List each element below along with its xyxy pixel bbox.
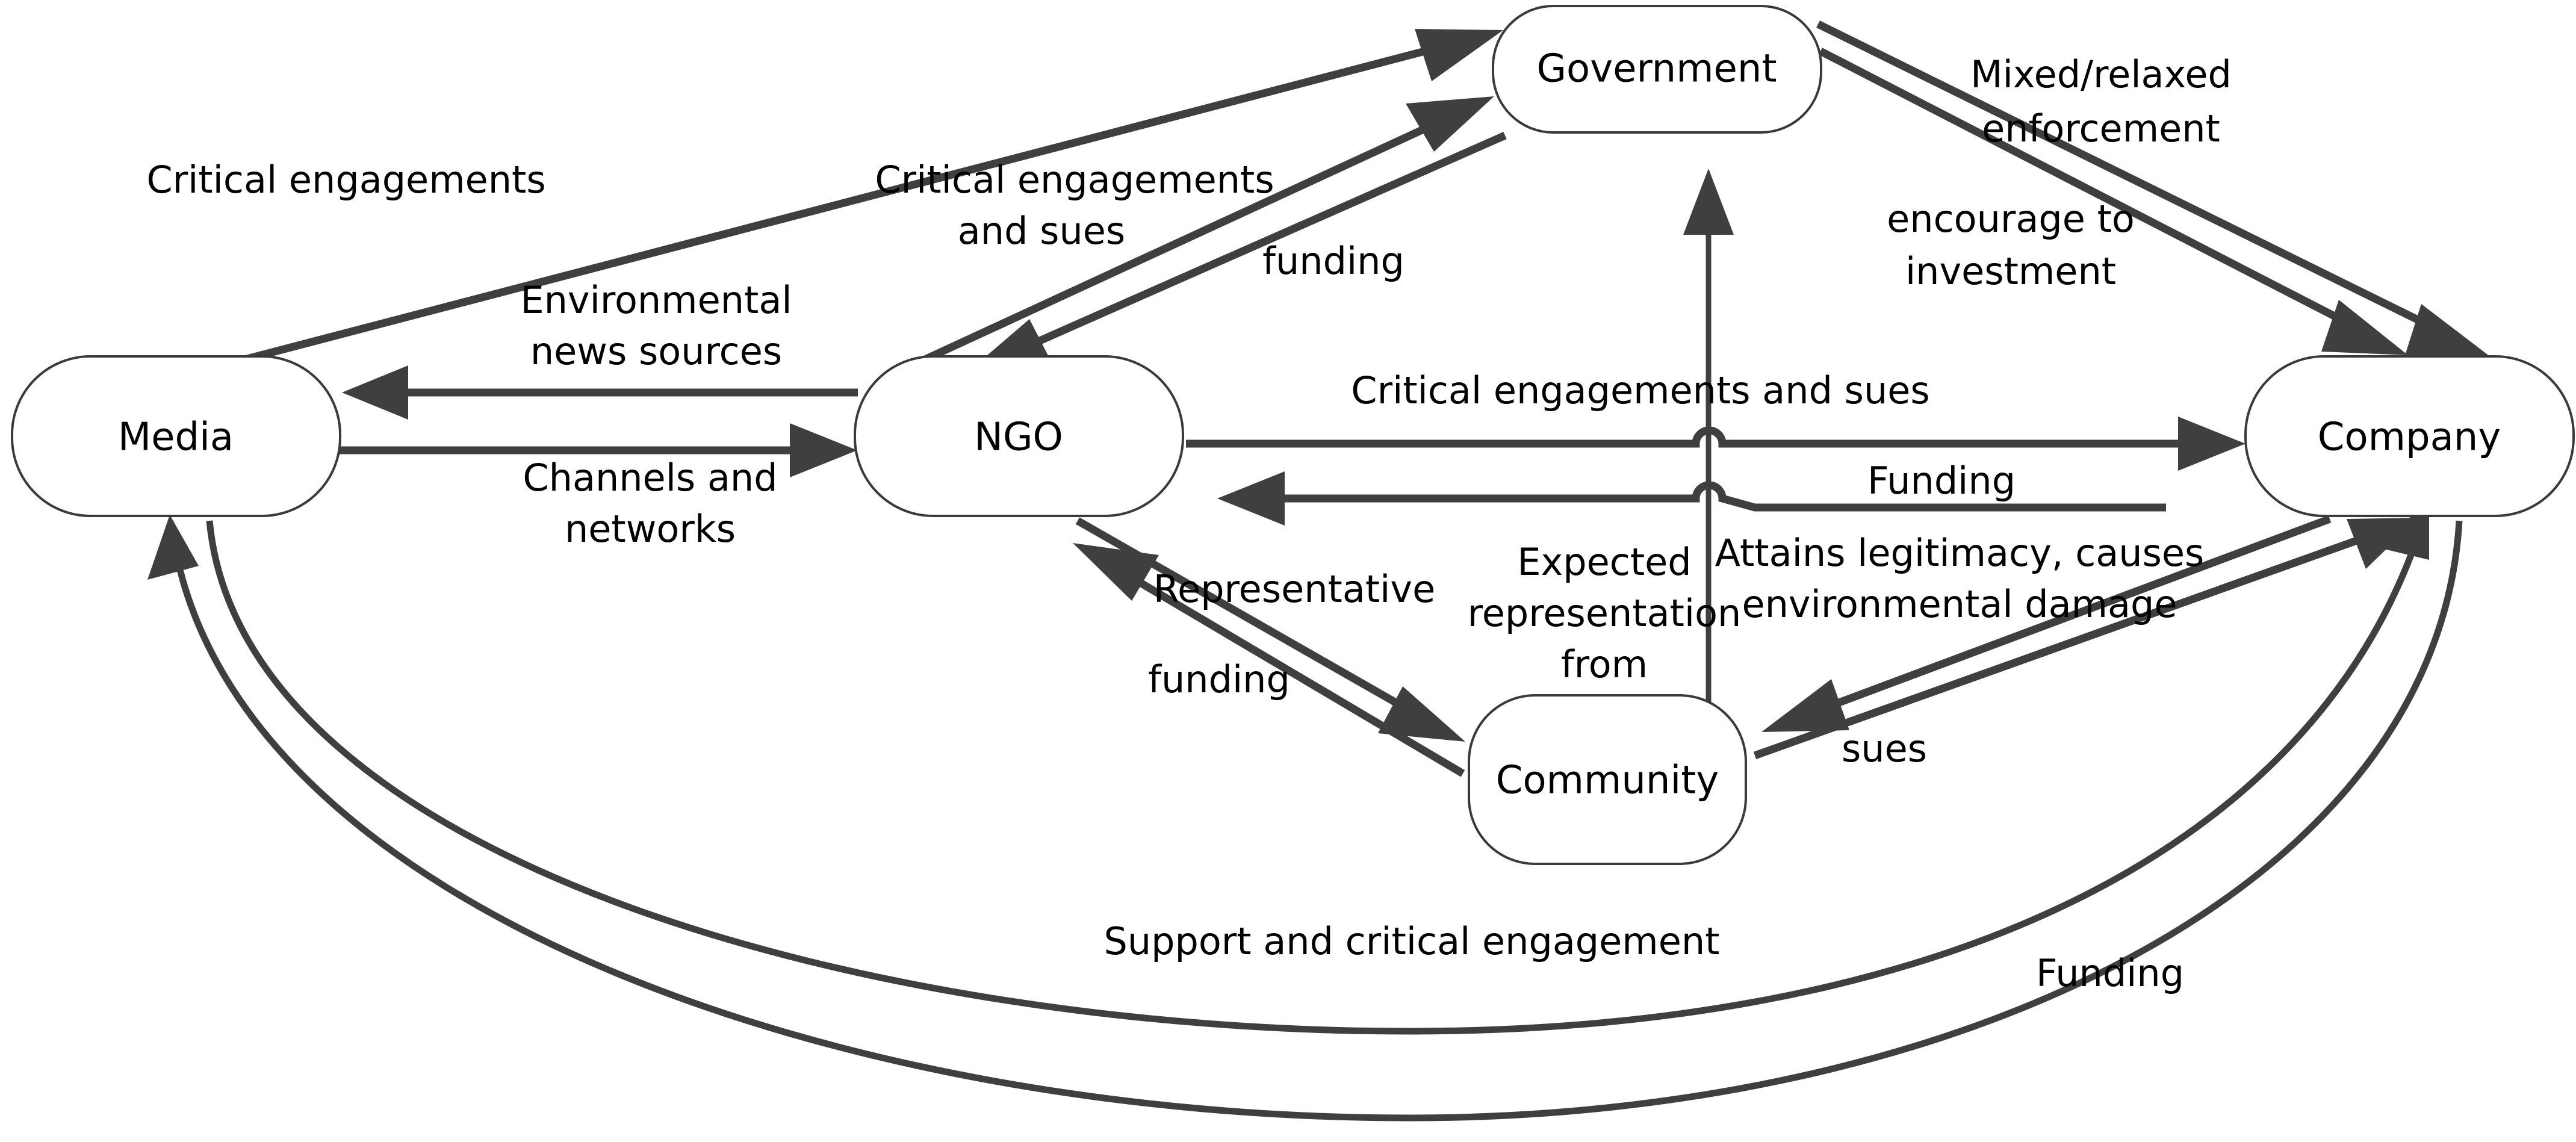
label-community-company-sues: sues xyxy=(1842,727,1927,771)
arrowhead-company-community xyxy=(1761,679,1849,732)
edge-media-to-government xyxy=(237,29,1503,365)
label-media-ngo-line2: networks xyxy=(565,507,736,551)
label-government-company-line2: enforcement xyxy=(1982,107,2220,151)
label-community-government-line3: from xyxy=(1561,642,1648,686)
arrowhead-company-media xyxy=(147,515,199,580)
edge-company-to-government xyxy=(1819,48,2408,355)
label-media-ngo-line1: Channels and xyxy=(523,456,777,500)
node-company[interactable]: Company xyxy=(2244,355,2575,517)
edge-ngo-to-media xyxy=(342,365,858,420)
label-company-community-line1: Attains legitimacy, causes xyxy=(1715,531,2205,575)
label-company-media-funding: Funding xyxy=(2036,951,2184,995)
arrowhead-ngo-government xyxy=(1406,96,1494,152)
label-government-company-line1: Mixed/relaxed xyxy=(1970,52,2232,96)
node-media[interactable]: Media xyxy=(11,355,341,517)
label-community-government-line2: representation xyxy=(1468,591,1742,635)
edge-company-to-media xyxy=(147,515,2463,1122)
node-ngo[interactable]: NGO xyxy=(854,355,1184,517)
label-media-government-critical: Critical engagements xyxy=(146,158,545,202)
arrowhead-government-company xyxy=(2405,304,2492,358)
label-ngo-company-critical: Critical engagements and sues xyxy=(1351,368,1929,412)
node-community[interactable]: Community xyxy=(1468,694,1747,865)
edge-government-to-company xyxy=(1816,20,2492,358)
arrowhead-company-government xyxy=(2321,300,2408,355)
node-ngo-label: NGO xyxy=(974,415,1063,460)
label-company-ngo-funding: Funding xyxy=(1867,459,2016,503)
label-ngo-government-critical-line1: Critical engagements xyxy=(875,158,1274,202)
label-media-company-support: Support and critical engagement xyxy=(1104,919,1720,963)
edge-company-to-ngo xyxy=(1217,471,2166,526)
arrowhead-ngo-company xyxy=(2178,417,2245,471)
label-ngo-community-representative: Representative xyxy=(1153,567,1435,611)
edge-ngo-to-company xyxy=(1186,417,2245,471)
node-community-label: Community xyxy=(1496,759,1719,803)
label-company-government-line2: investment xyxy=(1905,249,2116,293)
arrowhead-community-ngo xyxy=(1073,543,1159,601)
label-company-community-line2: environmental damage xyxy=(1742,582,2177,626)
arrowhead-media-ngo xyxy=(790,423,857,477)
node-media-label: Media xyxy=(118,415,234,460)
arrowhead-community-government xyxy=(1683,169,1734,235)
arrowhead-ngo-community xyxy=(1378,686,1465,742)
label-community-government-line1: Expected xyxy=(1517,540,1691,584)
node-government[interactable]: Government xyxy=(1492,5,1822,134)
arrowhead-company-ngo xyxy=(1217,471,1285,526)
arrowhead-media-government xyxy=(1415,29,1503,81)
arrowhead-ngo-media xyxy=(342,365,408,420)
edge-community-to-ngo xyxy=(1073,543,1465,777)
edge-ngo-to-government xyxy=(919,96,1494,365)
label-ngo-media-line1: Environmental xyxy=(520,278,792,322)
edge-community-to-government xyxy=(1683,169,1734,707)
label-government-ngo-funding: funding xyxy=(1262,239,1404,283)
edge-company-to-community xyxy=(1761,515,2332,732)
label-ngo-media-line2: news sources xyxy=(530,329,782,373)
label-company-government-line1: encourage to xyxy=(1887,197,2135,241)
node-company-label: Company xyxy=(2318,415,2501,460)
edge-media-to-ngo xyxy=(337,423,857,477)
node-government-label: Government xyxy=(1536,47,1777,92)
label-ngo-government-critical-line2: and sues xyxy=(958,209,1125,253)
label-community-ngo-funding: funding xyxy=(1148,657,1290,701)
